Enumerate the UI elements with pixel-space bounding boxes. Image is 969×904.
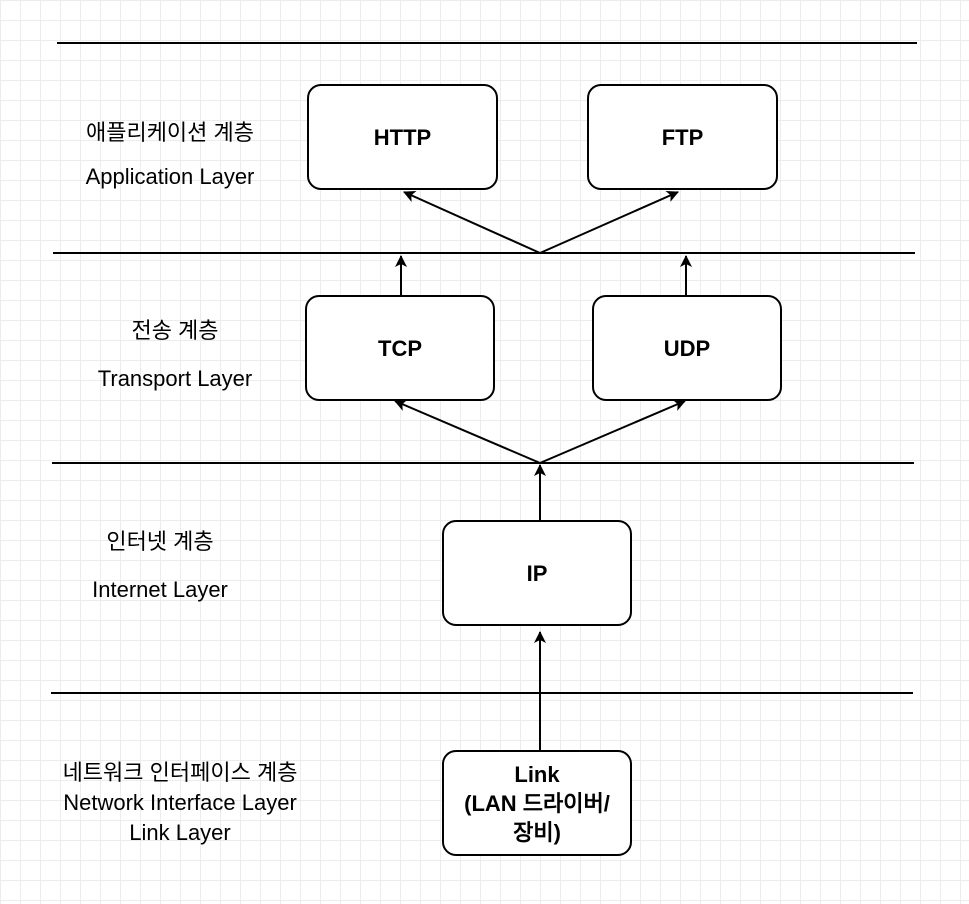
node-tcp-label: TCP [378,335,422,361]
layer-label-internet-ko: 인터넷 계층 [106,529,214,554]
layer-label-transport: 전송 계층 Transport Layer [50,318,300,392]
node-link-line1: Link [514,761,560,787]
layer-label-transport-en: Transport Layer [97,366,253,391]
layer-separator-internet-link [51,692,913,694]
node-http: HTTP [307,84,498,190]
node-link: Link (LAN 드라이버/ 장비) [442,750,632,856]
layer-separator-transport-internet [52,462,914,464]
node-link-line3: 장비) [513,819,561,845]
node-link-line2: (LAN 드라이버/ [464,790,610,816]
layer-label-internet-en: Internet Layer [92,577,228,602]
layer-label-transport-ko: 전송 계층 [131,318,219,343]
edge-junction-to-ftp [539,190,679,254]
edge-junction-to-tcp [394,399,541,464]
edge-junction-to-udp [539,399,686,464]
node-ip-label: IP [526,560,548,586]
edge-junction-to-http [403,191,541,254]
node-udp: UDP [592,295,782,401]
layer-label-network-interface-en: Network Interface Layer [63,790,297,815]
layer-separator-application-transport [53,252,915,254]
layer-label-application-en: Application Layer [85,164,255,189]
node-udp-label: UDP [663,335,711,361]
node-http-label: HTTP [373,124,432,150]
layer-label-network-interface: 네트워크 인터페이스 계층 Network Interface Layer Li… [30,760,330,846]
node-ip: IP [442,520,632,626]
layer-label-application-ko: 애플리케이션 계층 [85,120,255,145]
node-ftp: FTP [587,84,778,190]
node-ftp-label: FTP [661,124,704,150]
node-tcp: TCP [305,295,495,401]
layer-label-application: 애플리케이션 계층 Application Layer [60,120,280,190]
layer-label-network-interface-ko: 네트워크 인터페이스 계층 [62,760,298,785]
layer-label-network-interface-en-alt: Link Layer [129,820,231,845]
layer-separator-top [57,42,917,44]
layer-label-internet: 인터넷 계층 Internet Layer [50,529,270,603]
